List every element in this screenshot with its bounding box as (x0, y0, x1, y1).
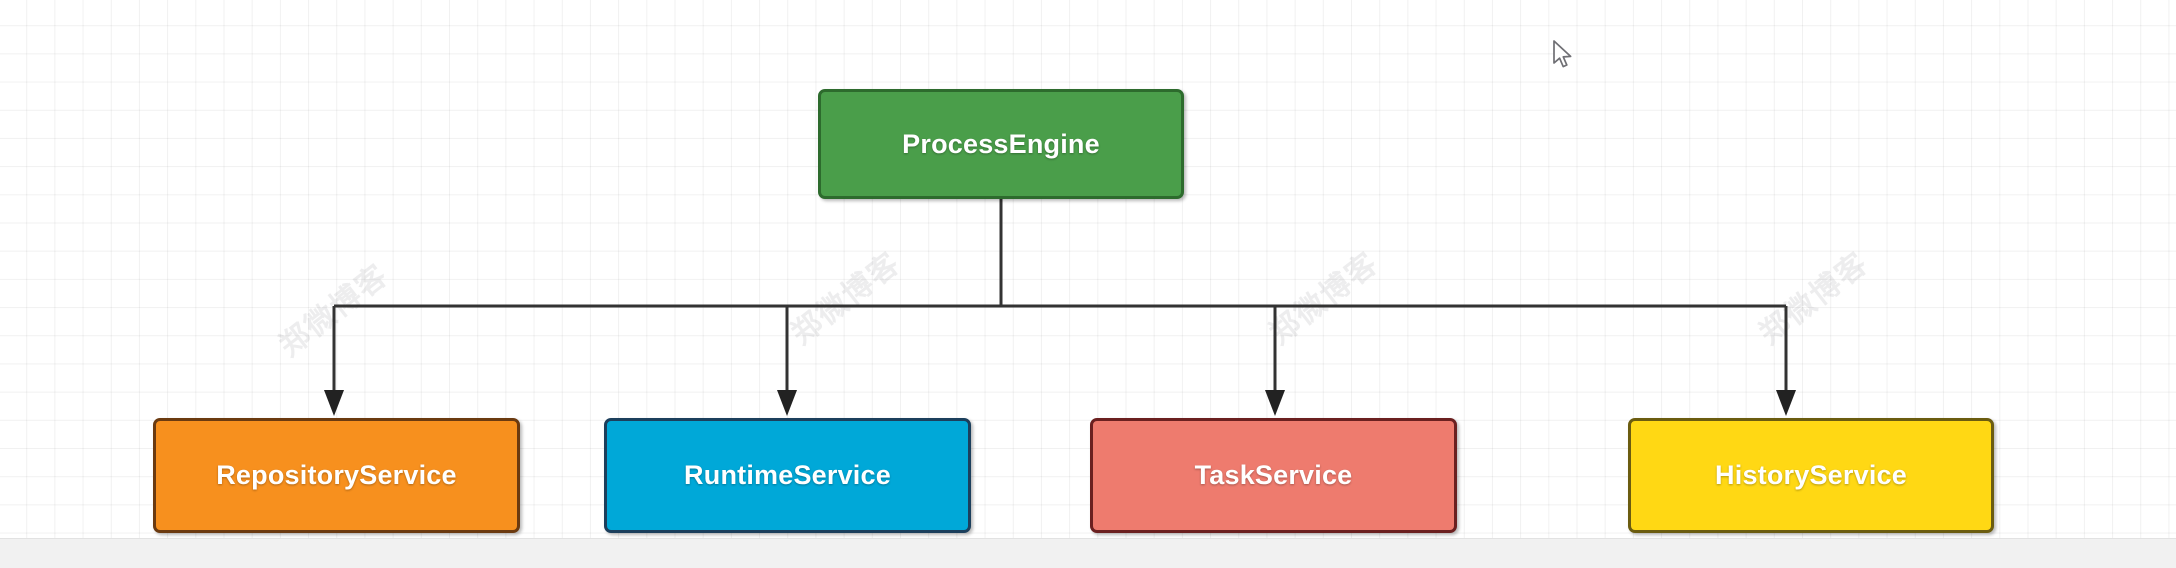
mouse-cursor-arrow-icon (1553, 40, 1572, 68)
node-label: RepositoryService (216, 460, 457, 490)
node-repository-service[interactable]: RepositoryService (153, 418, 520, 533)
node-task-service[interactable]: TaskService (1090, 418, 1457, 533)
watermark-text: 郑微博客 (1752, 245, 1876, 352)
canvas-bottom-strip (0, 538, 2176, 568)
node-runtime-service[interactable]: RuntimeService (604, 418, 971, 533)
watermark-text: 郑微博客 (784, 245, 908, 352)
node-label: HistoryService (1715, 460, 1907, 490)
watermark-text: 郑微博客 (1262, 245, 1386, 352)
node-process-engine[interactable]: ProcessEngine (818, 89, 1184, 199)
node-label: RuntimeService (684, 460, 891, 490)
watermark-text: 郑微博客 (272, 257, 396, 364)
node-history-service[interactable]: HistoryService (1628, 418, 1994, 533)
node-label: ProcessEngine (902, 128, 1100, 159)
node-label: TaskService (1194, 460, 1353, 490)
